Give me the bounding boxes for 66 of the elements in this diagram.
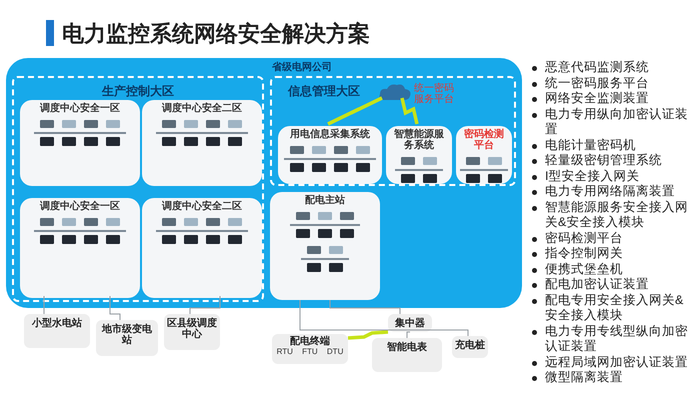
site-label: 地市级变电站 bbox=[100, 322, 153, 346]
wireless-link bbox=[348, 330, 388, 340]
connector-line bbox=[300, 300, 468, 336]
terminal-label: RTU bbox=[276, 347, 293, 357]
list-item: 配电专用安全接入网关&安全接入模块 bbox=[545, 292, 684, 324]
list-item: 恶意代码监测系统 bbox=[545, 60, 649, 76]
list-item: 微型隔离装置 bbox=[545, 370, 623, 386]
zone-title: 信息管理大区 bbox=[288, 83, 360, 100]
terminal-label: DTU bbox=[326, 347, 344, 357]
list-item: 电力专用专线型纵向加密认证装置 bbox=[545, 324, 689, 354]
list-item: I型安全接入网关 bbox=[545, 168, 640, 184]
system-panel bbox=[20, 198, 140, 298]
site-box bbox=[452, 336, 488, 358]
site-label: 配电终端 bbox=[289, 334, 331, 347]
list-item: 密码检测平台 bbox=[545, 230, 623, 246]
system-panel bbox=[142, 198, 262, 298]
system-panel bbox=[20, 100, 140, 186]
site-box bbox=[372, 338, 442, 372]
connector-line bbox=[190, 296, 220, 314]
list-item: 远程局域网加密认证装置 bbox=[545, 354, 688, 370]
list-item: 电能计量密码机 bbox=[545, 138, 636, 153]
system-panel bbox=[278, 126, 382, 184]
site-label: 小型水电站 bbox=[30, 316, 83, 329]
system-panel bbox=[456, 126, 512, 184]
page-title: 电力监控系统网络安全解决方案 bbox=[62, 20, 370, 49]
system-panel bbox=[142, 100, 262, 186]
connector-line bbox=[406, 332, 410, 338]
panel-title: 智慧能源服务系统 bbox=[393, 128, 445, 151]
panel-title: 用电信息采集系统 bbox=[289, 128, 371, 140]
site-label: 智能电表 bbox=[386, 340, 428, 353]
site-box bbox=[96, 320, 158, 356]
site-box bbox=[164, 314, 220, 350]
list-item: 智慧能源服务安全接入网关&安全接入模块 bbox=[545, 200, 689, 230]
wireless-link bbox=[327, 96, 383, 126]
zone-title: 生产控制大区 bbox=[100, 83, 175, 100]
region-title: 省级电网公司 bbox=[272, 60, 332, 75]
region-panel bbox=[6, 58, 522, 308]
site-box bbox=[272, 334, 348, 364]
panel-title: 配电主站 bbox=[304, 193, 346, 206]
wireless-link bbox=[400, 98, 419, 124]
zone-panel bbox=[270, 76, 516, 186]
panel-title: 调度中心安全二区 bbox=[160, 199, 243, 212]
list-item: 轻量级密钥管理系统 bbox=[545, 153, 662, 168]
site-label: 区县级调度中心 bbox=[166, 316, 218, 340]
site-box bbox=[388, 314, 432, 332]
site-box bbox=[24, 314, 90, 348]
list-item: 便携式堡垒机 bbox=[545, 262, 623, 277]
list-item: 电力专用网络隔离装置 bbox=[545, 184, 675, 200]
zone-panel bbox=[12, 76, 264, 302]
terminal-label: FTU bbox=[302, 347, 318, 357]
list-item: 配电加密认证装置 bbox=[545, 277, 649, 292]
panel-title: 调度中心安全一区 bbox=[38, 199, 121, 212]
list-item: 指令控制网关 bbox=[545, 246, 623, 262]
list-item: 电力专用纵向加密认证装置 bbox=[545, 106, 689, 138]
system-panel bbox=[386, 126, 452, 184]
system-panel bbox=[270, 192, 380, 300]
site-label: 充电桩 bbox=[454, 338, 486, 351]
panel-title: 密码检测平台 bbox=[463, 128, 505, 151]
platform-label: 统一密码服务平台 bbox=[414, 83, 455, 105]
connector-line bbox=[330, 300, 400, 314]
panel-title: 调度中心安全二区 bbox=[160, 101, 243, 114]
connector-line bbox=[110, 296, 120, 320]
panel-title: 调度中心安全一区 bbox=[38, 101, 121, 114]
site-label: 集中器 bbox=[394, 316, 426, 329]
list-item: 网络安全监测装置 bbox=[545, 91, 649, 106]
list-item: 统一密码服务平台 bbox=[545, 76, 649, 91]
